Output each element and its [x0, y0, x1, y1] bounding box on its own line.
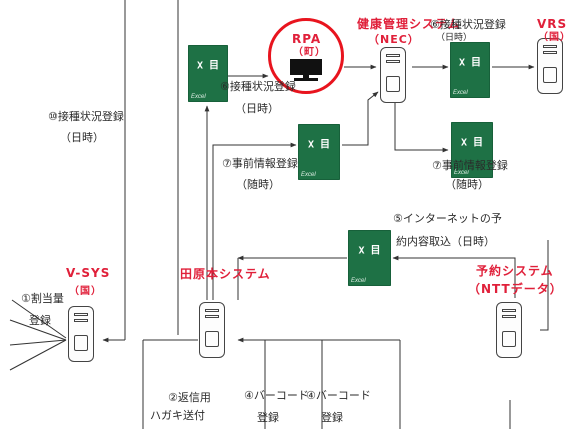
step-label: 登録: [29, 314, 51, 327]
system-label-yoyaku-sub: （NTTデータ）: [468, 282, 563, 296]
step-label: ⑩接種状況登録: [48, 110, 124, 123]
rpa-highlight-circle: [268, 18, 344, 94]
connector-line: [540, 240, 549, 331]
step-label: 登録: [257, 411, 279, 424]
server-tahara: [199, 302, 225, 358]
step-label: 登録: [321, 411, 343, 424]
connector-line: [9, 339, 67, 346]
connector-line: [9, 339, 67, 371]
step-label: 約内容取込（日時）: [396, 235, 495, 248]
arrow: [212, 142, 297, 300]
system-label-vrs: VRS: [537, 17, 568, 31]
arrow: [394, 100, 449, 153]
connector-line: [11, 299, 67, 339]
system-label-yoyaku: 予約システム: [476, 264, 554, 278]
system-label-kenko-sub: （NEC）: [368, 33, 420, 46]
step-label: （日時）: [60, 131, 104, 144]
server-vrs: [537, 38, 563, 94]
step-label: （随時）: [236, 178, 280, 191]
step-label: ⑥接種状況登録: [220, 80, 296, 93]
server-nec: [380, 47, 406, 103]
step-label: ④バーコード: [244, 389, 309, 402]
arrow: [342, 91, 379, 146]
step-label: ハガキ送付: [150, 409, 205, 422]
system-label-kenko: 健康管理システム: [357, 17, 461, 31]
rpa-sub-label: （町）: [293, 47, 326, 58]
system-label-tahara: 田原本システム: [180, 267, 271, 281]
server-vsys: [68, 306, 94, 362]
step-label: （日時）: [235, 102, 279, 115]
step-label: ①割当量: [21, 292, 64, 305]
monitor-icon: [288, 58, 324, 82]
step-label: ⑦事前情報登録: [222, 157, 298, 170]
connector-line: [9, 319, 67, 341]
arrow: [392, 255, 516, 298]
step-label: ⑥接種状況登録: [430, 18, 506, 31]
step-label: ⑦事前情報登録: [432, 159, 508, 172]
rpa-label: RPA: [292, 32, 322, 46]
system-label-vsys-sub: （国）: [69, 286, 102, 297]
server-yoyaku: [496, 302, 522, 358]
step-label: （日時）: [436, 33, 473, 43]
step-label: ②返信用: [168, 391, 211, 404]
step-label: ⑤インターネットの予: [393, 212, 502, 225]
step-label: ④バーコード: [306, 389, 371, 402]
system-label-vsys: V-SYS: [66, 266, 111, 280]
step-label: （随時）: [445, 178, 489, 191]
system-label-vrs-sub: （国）: [538, 32, 571, 43]
